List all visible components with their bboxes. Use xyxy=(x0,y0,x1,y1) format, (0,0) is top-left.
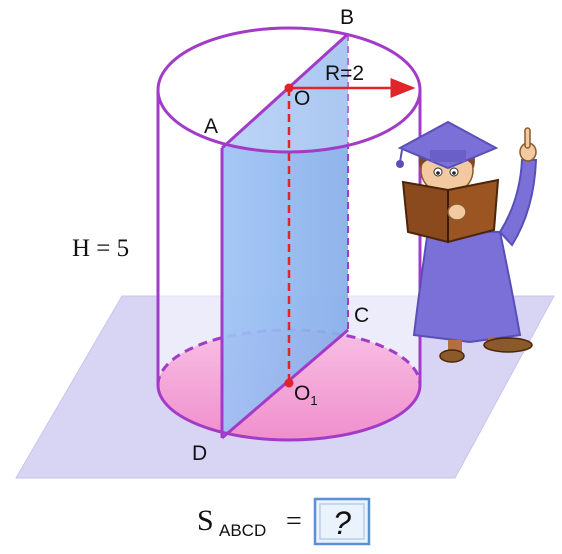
formula-prefix: S xyxy=(197,504,214,537)
label-radius: R=2 xyxy=(325,62,364,85)
bottom-base-front-edge xyxy=(156,384,422,442)
label-o1: O1 xyxy=(294,382,318,408)
top-diameter xyxy=(220,32,350,150)
answer-placeholder: ? xyxy=(333,505,351,541)
center-o1-dot xyxy=(284,378,294,388)
label-o: O xyxy=(294,87,310,110)
label-height: H = 5 xyxy=(72,235,129,262)
label-c: C xyxy=(354,304,369,327)
answer-box-inner xyxy=(319,503,365,540)
center-o-dot xyxy=(284,83,294,93)
label-o1-main: O xyxy=(294,382,310,405)
label-a: A xyxy=(204,115,218,138)
area-formula: S ABCD = ? xyxy=(197,497,371,546)
professor-reading-book-icon xyxy=(396,120,538,363)
formula-equals: = xyxy=(286,506,302,537)
label-d: D xyxy=(192,442,207,465)
formula-subscript: ABCD xyxy=(219,521,266,540)
label-o1-sub: 1 xyxy=(310,393,317,408)
answer-box[interactable] xyxy=(313,497,371,546)
label-b: B xyxy=(340,6,354,29)
axial-section xyxy=(222,34,348,438)
